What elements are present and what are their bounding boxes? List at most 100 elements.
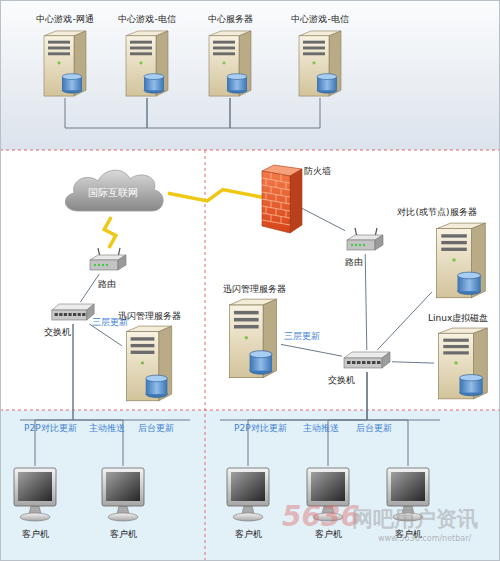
brick-joint — [271, 173, 272, 180]
router-side — [118, 255, 126, 270]
drive-bay — [303, 41, 325, 44]
server-icon — [40, 30, 90, 98]
client-band — [205, 410, 500, 561]
wall-side — [290, 169, 302, 233]
drive-bay — [234, 325, 259, 329]
server-icon — [205, 30, 255, 98]
client-pc: 客户机 — [100, 466, 146, 526]
switch-port — [352, 361, 356, 364]
monitor-frame — [14, 468, 56, 506]
switch-icon — [342, 350, 392, 372]
node-label: 客户机 — [93, 528, 153, 540]
monitor-screen — [231, 472, 265, 501]
server-node: 迅闪管理服务器 — [122, 325, 176, 403]
network-link — [80, 274, 99, 302]
drive-bay — [130, 47, 152, 50]
server-icon — [295, 30, 345, 98]
monitor-icon — [225, 466, 271, 526]
node-label: 中心服务器 — [190, 13, 270, 25]
brick-joint — [276, 209, 277, 216]
switch-side — [382, 352, 390, 368]
monitor-icon — [100, 466, 146, 526]
network-link — [35, 324, 73, 466]
power-light — [140, 62, 143, 65]
disk-top — [317, 74, 337, 80]
client-pc: 客户机 — [12, 466, 58, 526]
switch-port — [362, 361, 366, 364]
brick-joint — [271, 201, 272, 208]
network-link — [230, 98, 320, 128]
monitor-screen — [18, 472, 52, 501]
drive-bay — [48, 47, 70, 50]
drive-bay — [213, 47, 235, 50]
node-label: 对比(或节点)服务器 — [387, 206, 487, 218]
drive-bay — [441, 248, 467, 251]
brick-joint — [276, 195, 277, 202]
network-link — [281, 344, 342, 356]
status-light — [351, 244, 353, 246]
firewall: 防火墙 — [262, 163, 302, 233]
network-link — [65, 98, 147, 128]
network-link — [367, 372, 408, 466]
switch-port — [357, 361, 361, 364]
node-label: 交换机 — [44, 326, 94, 338]
switch-port — [367, 361, 371, 364]
drive-bay — [234, 311, 259, 315]
drive-bay — [441, 241, 467, 244]
network-link — [147, 98, 230, 128]
router-icon — [88, 248, 128, 274]
power-light — [223, 62, 226, 65]
router-icon — [345, 228, 385, 254]
brick-joint — [271, 215, 272, 222]
server-node: Linux虚拟磁盘 — [434, 327, 492, 401]
power-light — [313, 62, 316, 65]
power-light — [454, 361, 457, 364]
switch-port — [64, 313, 67, 316]
server-node: 中心服务器 — [205, 30, 255, 98]
monitor-base — [108, 513, 138, 521]
server-node: 迅闪管理服务器 — [225, 298, 281, 380]
drive-bay — [48, 41, 70, 44]
switch-port — [347, 361, 351, 364]
network-link — [89, 324, 122, 346]
network-link — [248, 372, 367, 466]
switch-port — [78, 313, 81, 316]
network-link — [328, 372, 367, 466]
disk-top — [62, 74, 82, 80]
router: 路由 — [88, 248, 128, 274]
network-link — [302, 208, 345, 230]
disk-top — [458, 272, 481, 279]
disk-top — [250, 351, 272, 358]
brick-joint — [262, 220, 290, 225]
brick-joint — [281, 188, 282, 195]
monitor-frame — [387, 468, 429, 506]
switch-front — [344, 358, 382, 368]
power-light — [245, 336, 248, 340]
power-light — [58, 62, 61, 65]
wall-front — [262, 171, 290, 233]
internet-cloud: 国际互联网 — [58, 165, 168, 217]
switch-port — [55, 313, 58, 316]
drive-bay — [130, 52, 152, 55]
zone-divider — [0, 410, 500, 411]
switch-front — [52, 310, 87, 320]
brick-joint — [281, 174, 282, 181]
drive-bay — [441, 234, 467, 237]
watermark: 网吧用户资讯 — [352, 505, 478, 533]
brick-joint — [266, 207, 267, 214]
node-label: 交换机 — [328, 374, 378, 386]
node-label: 迅闪管理服务器 — [223, 283, 313, 295]
monitor-screen — [391, 472, 425, 501]
network-link — [392, 362, 434, 363]
router: 路由 — [345, 228, 385, 254]
drive-bay — [303, 52, 325, 55]
node-label: 路由 — [98, 278, 138, 290]
switch-port — [59, 313, 62, 316]
drive-bay — [131, 351, 155, 354]
status-light — [355, 244, 357, 246]
server-icon — [225, 298, 281, 380]
brick-joint — [271, 187, 272, 194]
drive-bay — [234, 318, 259, 322]
server-icon — [122, 30, 172, 98]
router-front — [347, 240, 375, 250]
